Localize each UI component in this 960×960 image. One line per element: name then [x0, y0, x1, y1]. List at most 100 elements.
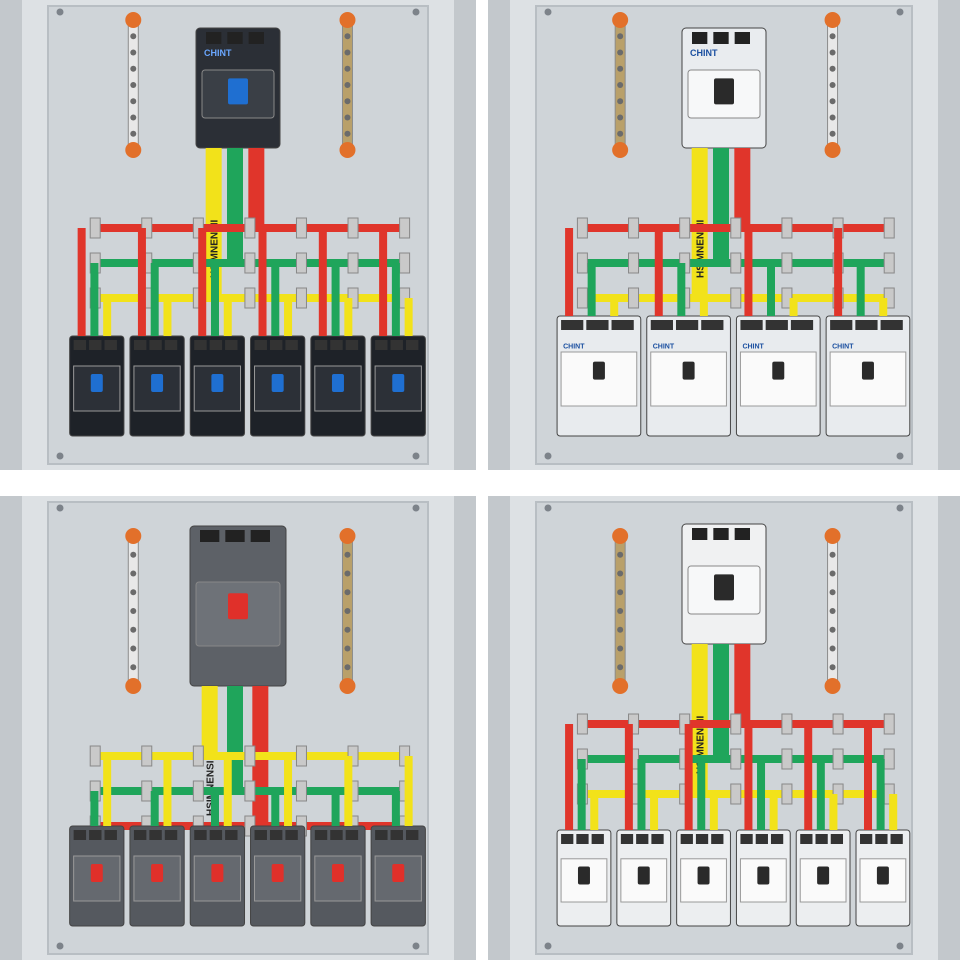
terminal-slot: [591, 834, 604, 844]
mounting-screw: [896, 942, 904, 950]
bus-clamp: [781, 713, 793, 735]
bus-clamp: [244, 745, 256, 767]
terminal-slot: [285, 340, 298, 350]
bus-clamp: [244, 287, 256, 309]
terminal-slot: [740, 320, 763, 330]
terminal-slot: [225, 340, 238, 350]
drop-lead: [767, 263, 775, 316]
terminal-screw: [344, 570, 351, 577]
mounting-screw: [896, 504, 904, 512]
terminal-screw: [130, 664, 137, 671]
insulator: [339, 142, 356, 158]
terminal-screw: [829, 570, 836, 577]
terminal-bar-right: [339, 12, 356, 158]
bus-clamp: [679, 217, 691, 239]
terminal-slot: [375, 830, 388, 840]
branch-handle: [271, 864, 284, 882]
drop-lead: [684, 724, 693, 830]
branch-breaker: [189, 825, 246, 927]
terminal-slot: [405, 340, 419, 350]
drop-lead: [834, 228, 843, 316]
feeder-bar: [248, 148, 265, 228]
bus-clamp: [576, 713, 588, 735]
terminal-screw: [344, 645, 351, 652]
terminal-slot: [651, 834, 664, 844]
insulator: [125, 678, 142, 694]
terminal-slot: [254, 830, 267, 840]
terminal-slot: [194, 830, 207, 840]
terminal-screw: [829, 49, 836, 56]
branch-breaker: [69, 335, 125, 437]
bus-clamp: [295, 780, 307, 802]
drop-lead: [271, 263, 280, 336]
terminal-slot: [620, 834, 634, 844]
mounting-screw: [896, 8, 904, 16]
insulator: [125, 142, 142, 158]
drop-lead: [650, 794, 659, 830]
terminal-slot: [855, 320, 878, 330]
mounting-screw: [412, 504, 420, 512]
drop-lead: [103, 756, 112, 826]
terminal-screw: [130, 645, 137, 652]
drop-lead: [344, 298, 353, 336]
terminal-slot: [206, 32, 222, 44]
terminal-slot: [790, 320, 814, 330]
branch-breaker: CHINT: [735, 315, 821, 437]
branch-breaker: [855, 829, 911, 927]
drop-lead: [210, 263, 219, 336]
drop-lead: [90, 791, 99, 826]
insulator: [612, 142, 629, 158]
terminal-screw: [829, 551, 836, 558]
branch-handle: [392, 864, 405, 882]
bus-clamp: [781, 748, 793, 770]
terminal-screw: [617, 626, 624, 633]
terminal-screw: [617, 33, 624, 40]
terminal-slot: [692, 528, 708, 540]
terminal-bar-right: [339, 528, 356, 694]
branch-handle: [697, 866, 710, 885]
drop-lead: [391, 791, 400, 826]
main-breaker: [189, 525, 287, 687]
terminal-slot: [200, 530, 220, 542]
terminal-bar-left: [612, 528, 629, 694]
terminal-screw: [130, 130, 137, 137]
bus-clamp: [295, 287, 307, 309]
terminal-screw: [617, 589, 624, 596]
terminal-slot: [285, 830, 298, 840]
terminal-slot: [405, 830, 419, 840]
terminal-screw: [617, 49, 624, 56]
terminal-screw: [617, 608, 624, 614]
terminal-slot: [254, 340, 267, 350]
bus-clamp: [192, 745, 204, 767]
terminal-slot: [133, 830, 147, 840]
feeder-bar: [201, 686, 218, 756]
terminal-screw: [617, 98, 624, 105]
terminal-slot: [149, 340, 162, 350]
branch-handle: [817, 866, 830, 885]
branch-breaker: CHINT: [825, 315, 911, 437]
bus-clamp: [883, 748, 895, 770]
terminal-screw: [130, 65, 137, 72]
terminal-slot: [680, 834, 693, 844]
terminal-screw: [829, 82, 836, 88]
bus-clamp: [781, 252, 793, 274]
terminal-screw: [130, 608, 137, 614]
terminal-screw: [344, 49, 351, 56]
terminal-screw: [344, 65, 351, 72]
terminal-slot: [164, 340, 178, 350]
drop-lead: [284, 756, 293, 826]
drop-lead: [565, 724, 574, 830]
terminal-screw: [130, 82, 137, 88]
drop-lead: [379, 228, 388, 336]
terminal-slot: [755, 834, 768, 844]
drop-lead: [318, 228, 327, 336]
drop-lead: [198, 228, 207, 336]
terminal-slot: [314, 340, 328, 350]
bus-clamp: [576, 252, 588, 274]
branch-handle: [90, 864, 103, 882]
terminal-slot: [734, 32, 750, 44]
branch-handle: [772, 361, 785, 380]
drop-lead: [816, 759, 825, 830]
branch-breaker: [129, 335, 185, 437]
